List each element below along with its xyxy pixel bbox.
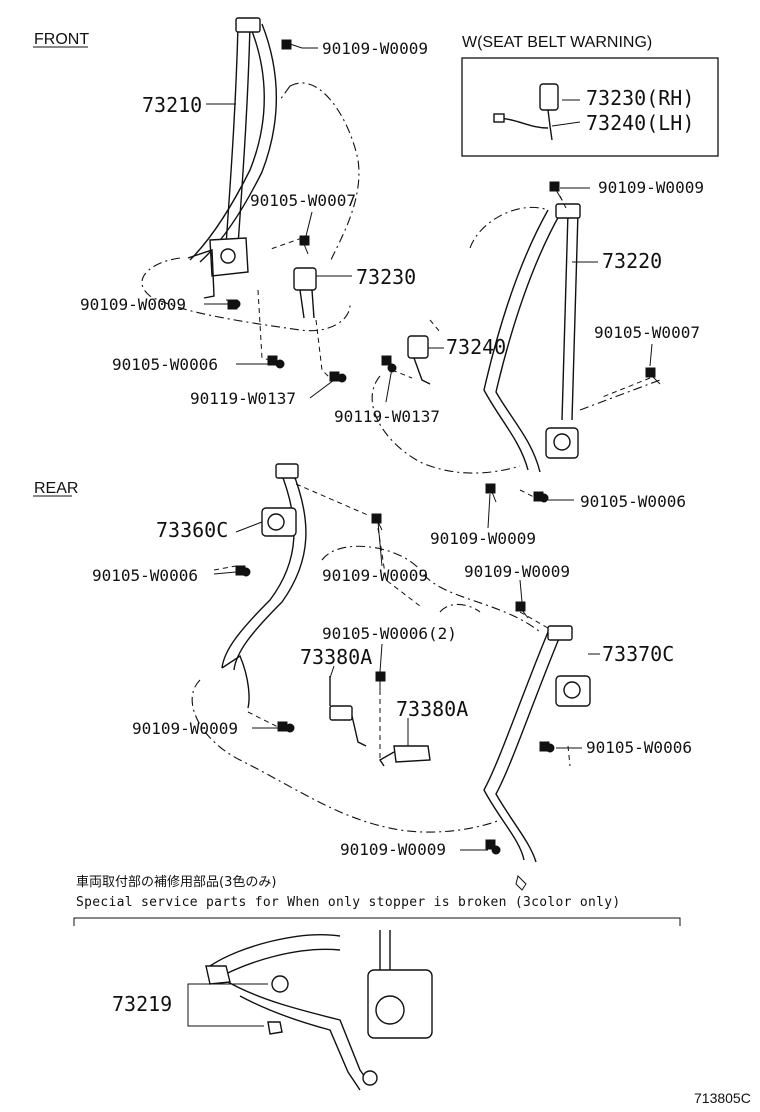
front-section-label: FRONT (34, 31, 89, 48)
front-left-belt-73210 (187, 17, 277, 299)
label-90109-w0009: 90109-W0009 (464, 562, 570, 581)
warning-buckle-drawing (493, 83, 559, 141)
front-left-seat-outline (141, 82, 360, 332)
bolt-icon (277, 721, 295, 733)
label-90105-w0007: 90105-W0007 (594, 323, 700, 342)
special-parts-note-jp: 車両取付部の補修用部品(3色のみ) (76, 874, 276, 890)
label-73219: 73219 (112, 992, 172, 1016)
bolt-icon (485, 839, 501, 855)
label-90105-w0006: 90105-W0006 (92, 566, 198, 585)
rear-section-label: REAR (34, 480, 78, 497)
rear-seat-outline (191, 545, 541, 833)
label-90109-w0009: 90109-W0009 (322, 566, 428, 585)
bolt-icon (329, 371, 347, 383)
label-73380a: 73380A (396, 697, 468, 721)
bolt-icon (375, 671, 386, 690)
bolt-icon (645, 367, 661, 385)
label-73370c: 73370C (602, 642, 674, 666)
front-right-belt-73220 (483, 203, 581, 473)
bolt-icon (281, 39, 303, 50)
bolt-icon (235, 565, 251, 577)
label-73240: 73240 (446, 335, 506, 359)
bolt-icon (485, 483, 497, 503)
bolt-icon (549, 181, 563, 201)
label-73360c: 73360C (156, 518, 228, 542)
label-90109-w0009: 90109-W0009 (340, 840, 446, 859)
rear-right-belt-73370c (483, 625, 591, 863)
bolt-icon (539, 741, 555, 753)
label-90109-w0009: 90109-W0009 (132, 719, 238, 738)
label-90119-w0137: 90119-W0137 (190, 389, 296, 408)
label-90109-w0009: 90109-W0009 (322, 39, 428, 58)
bolt-icon (371, 513, 383, 531)
stopper-clip-icon (515, 875, 527, 891)
label-90105-w0006: 90105-W0006 (580, 492, 686, 511)
bolt-icon (515, 601, 529, 619)
label-73380a: 73380A (300, 645, 372, 669)
special-parts-note-en: Special service parts for When only stop… (76, 895, 621, 910)
stopper-leader-bracket (187, 983, 264, 1027)
label-90119-w0137: 90119-W0137 (334, 407, 440, 426)
label-90109-w0009: 90109-W0009 (598, 178, 704, 197)
front-left-buckle-73230 (293, 267, 317, 319)
label-90105-w0006: 90105-W0006 (112, 355, 218, 374)
label-90105-w0006-2: 90105-W0006(2) (322, 624, 457, 643)
bolt-icon (381, 355, 397, 373)
label-73230-rh: 73230(RH) (586, 86, 694, 110)
stopper-detail-drawing (205, 930, 433, 1091)
label-73220: 73220 (602, 249, 662, 273)
figure-id: 713805C (694, 1090, 751, 1106)
label-90105-w0006: 90105-W0006 (586, 738, 692, 757)
rear-left-belt-73360c (221, 463, 307, 709)
bolt-icon (299, 235, 310, 255)
front-right-buckle-73240 (407, 335, 431, 385)
bolt-icon (227, 299, 241, 310)
seat-belt-warning-inset (461, 57, 719, 157)
special-parts-bracket (73, 917, 681, 926)
bolt-icon (533, 491, 549, 503)
seat-belt-warning-title: W(SEAT BELT WARNING) (462, 34, 652, 51)
bolt-icon (267, 355, 285, 369)
rear-buckles-73380a (329, 676, 431, 767)
label-73240-lh: 73240(LH) (586, 111, 694, 135)
front-right-seat-outline (371, 206, 661, 474)
label-90109-w0009: 90109-W0009 (80, 295, 186, 314)
label-73210: 73210 (142, 93, 202, 117)
label-90109-w0009: 90109-W0009 (430, 529, 536, 548)
label-73230: 73230 (356, 265, 416, 289)
label-90105-w0007: 90105-W0007 (250, 191, 356, 210)
